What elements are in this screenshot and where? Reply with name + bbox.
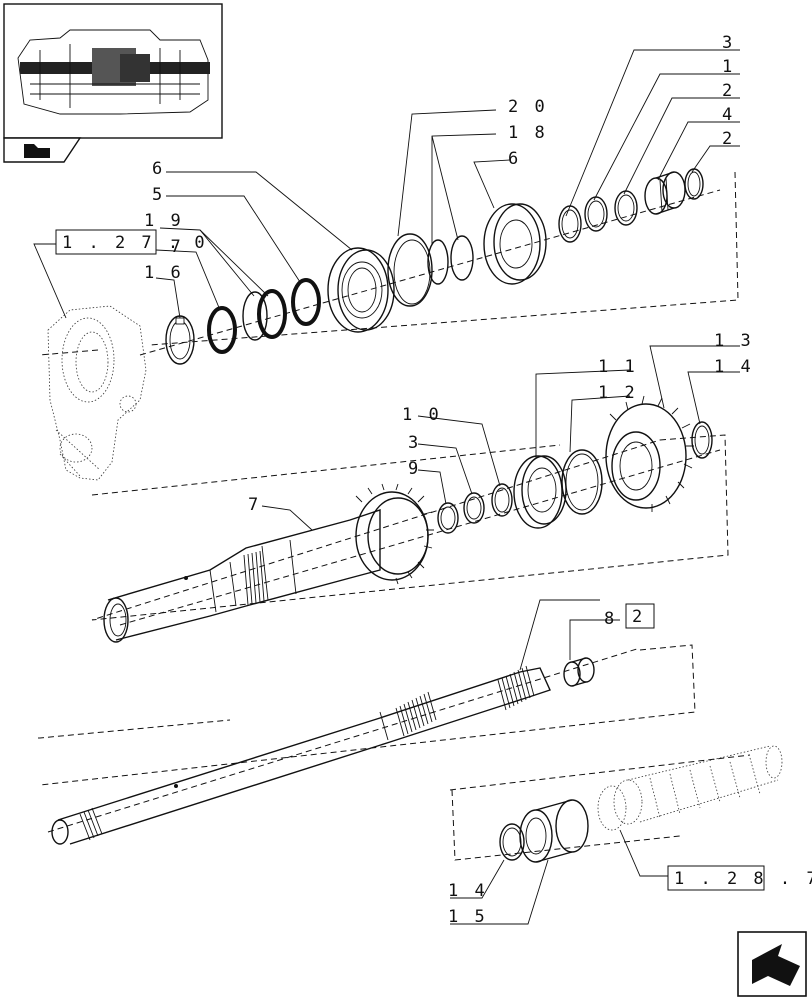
- ref-label-2: 2: [632, 607, 645, 627]
- callout-20[interactable]: 2 0: [508, 97, 548, 117]
- coupling-sleeve-15[interactable]: [519, 799, 589, 863]
- callout-11[interactable]: 1 1: [598, 357, 638, 377]
- circlip-20[interactable]: [387, 233, 433, 307]
- bottom-group-outline: [449, 754, 751, 861]
- callout-6a[interactable]: 6: [152, 159, 165, 179]
- callout-3a[interactable]: 3: [722, 33, 735, 53]
- housing-ghost-part[interactable]: [47, 305, 147, 481]
- circlip-18[interactable]: [427, 235, 474, 285]
- overview-thumbnail[interactable]: [3, 3, 223, 139]
- middle-axis-line: [119, 449, 721, 626]
- spacer-3b[interactable]: [463, 492, 485, 524]
- circlip-12[interactable]: [561, 449, 603, 515]
- callout-3b[interactable]: 3: [408, 433, 421, 453]
- callout-13[interactable]: 1 3: [714, 331, 754, 351]
- circlip-14a[interactable]: [691, 421, 713, 459]
- ball-bearing-6b[interactable]: [483, 203, 547, 285]
- lower-group-outline: [38, 644, 696, 786]
- spacer-9[interactable]: [437, 502, 459, 534]
- folder-nav-icon: [24, 144, 50, 158]
- callout-18[interactable]: 1 8: [508, 123, 548, 143]
- splined-shaft-ghost[interactable]: [597, 745, 783, 831]
- ref-label-1-28: 1 . 2 8 . 7 /: [674, 869, 812, 889]
- ref-box-2[interactable]: 2: [625, 603, 655, 629]
- callout-7[interactable]: 7: [248, 495, 261, 515]
- callout-4[interactable]: 4: [722, 105, 735, 125]
- callout-5[interactable]: 5: [152, 185, 165, 205]
- callout-9[interactable]: 9: [408, 459, 421, 479]
- circlip-16[interactable]: [165, 315, 195, 365]
- callout-1[interactable]: 1: [722, 57, 735, 77]
- callout-14a[interactable]: 1 4: [714, 357, 754, 377]
- ref-label-1-27: 1 . 2 7 . 0: [62, 233, 208, 253]
- seal-ring-17[interactable]: [207, 306, 237, 354]
- arrow-next-icon: [752, 944, 800, 986]
- callout-15[interactable]: 1 5: [448, 907, 488, 927]
- bearing-ring-19[interactable]: [242, 289, 287, 341]
- bush-8[interactable]: [563, 657, 595, 687]
- callout-8[interactable]: 8: [604, 609, 617, 629]
- upper-group-outline: [39, 171, 739, 356]
- middle-group-outline: [91, 434, 729, 621]
- countershaft[interactable]: [51, 665, 551, 845]
- spacer-2a[interactable]: [614, 190, 638, 226]
- ball-bearing-11[interactable]: [513, 455, 567, 529]
- callout-19[interactable]: 1 9: [144, 211, 184, 231]
- gear-13[interactable]: [605, 395, 694, 512]
- callout-labels: 3 1 2 4 2 2 0 1 8 6 6 5 1 9 1 7 1 6 1 3 …: [144, 33, 754, 927]
- ref-box-1-28[interactable]: 1 . 2 8 . 7 /: [667, 865, 812, 891]
- ref-box-1-27[interactable]: 1 . 2 7 . 0: [55, 229, 208, 255]
- gear-7[interactable]: [355, 483, 434, 585]
- callout-16[interactable]: 1 6: [144, 263, 184, 283]
- leader-lines: [33, 49, 740, 925]
- circlip-10[interactable]: [491, 483, 513, 517]
- ball-bearing-6a[interactable]: [327, 247, 395, 333]
- callout-12[interactable]: 1 2: [598, 383, 638, 403]
- main-shaft-7[interactable]: [103, 509, 381, 643]
- circlip-2b[interactable]: [684, 168, 704, 200]
- callout-2b[interactable]: 2: [722, 129, 735, 149]
- callout-2a[interactable]: 2: [722, 81, 735, 101]
- needle-bearing-4[interactable]: [644, 171, 686, 215]
- callout-14b[interactable]: 1 4: [448, 881, 488, 901]
- next-page-button[interactable]: [737, 931, 807, 997]
- ring-3a[interactable]: [558, 205, 582, 243]
- spacer-1[interactable]: [584, 196, 608, 232]
- lower-axis-line: [47, 647, 641, 833]
- seal-ring-5[interactable]: [291, 278, 321, 326]
- callout-10[interactable]: 1 0: [402, 405, 442, 425]
- callout-6b[interactable]: 6: [508, 149, 521, 169]
- thumbnail-transmission-sketch: [17, 29, 210, 115]
- folder-nav-tab[interactable]: [3, 137, 82, 163]
